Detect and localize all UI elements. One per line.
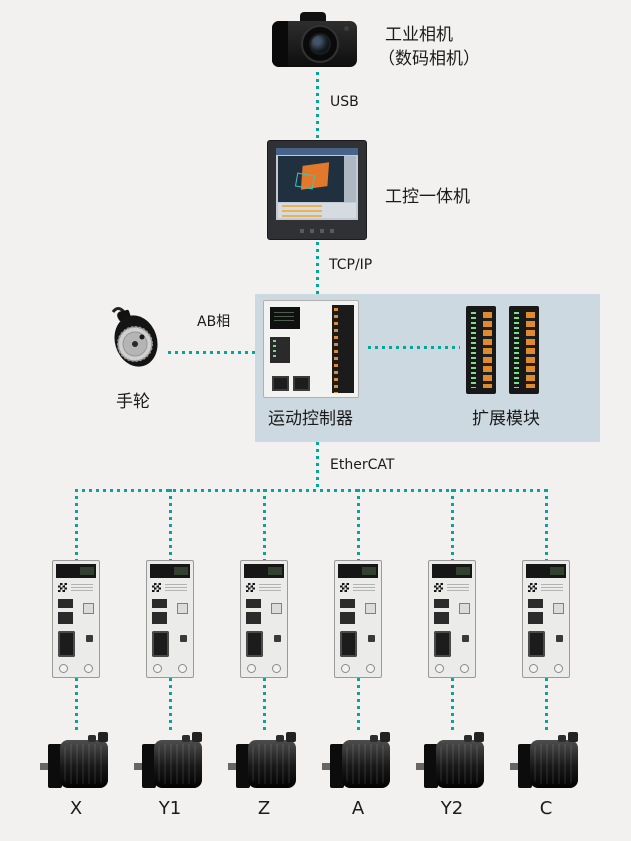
industrial-camera-icon xyxy=(272,12,357,70)
servo-drive-icon xyxy=(334,560,382,678)
axis-column-y2: Y2 xyxy=(404,489,500,819)
bus-drop-line xyxy=(544,489,548,560)
ethercat-bus-line xyxy=(75,489,548,492)
bus-drop-line xyxy=(450,489,454,560)
drive-motor-line xyxy=(168,678,172,732)
drive-motor-line xyxy=(74,678,78,732)
drive-motor-line xyxy=(262,678,266,732)
axis-label: A xyxy=(351,798,365,819)
expansion-label: 扩展模块 xyxy=(472,409,540,429)
drive-motor-line xyxy=(450,678,454,732)
servo-drive-icon xyxy=(522,560,570,678)
servo-motor-icon xyxy=(510,732,582,790)
ab-phase-label: AB相 xyxy=(197,314,231,330)
servo-motor-icon xyxy=(228,732,300,790)
handwheel-label: 手轮 xyxy=(116,392,150,412)
servo-drive-icon xyxy=(428,560,476,678)
industrial-pc-icon xyxy=(267,140,367,240)
drive-motor-line xyxy=(544,678,548,732)
camera-label-line1: 工业相机 xyxy=(385,25,453,45)
servo-motor-icon xyxy=(40,732,112,790)
servo-drive-icon xyxy=(146,560,194,678)
servo-drive-icon xyxy=(52,560,100,678)
servo-motor-icon xyxy=(416,732,488,790)
camera-label-line2: （数码相机） xyxy=(378,49,480,69)
handwheel-icon xyxy=(101,304,165,370)
axis-label: Y1 xyxy=(158,798,182,819)
axis-label: Z xyxy=(257,798,271,819)
bus-drop-line xyxy=(168,489,172,560)
bus-drop-line xyxy=(74,489,78,560)
ipc-label: 工控一体机 xyxy=(385,187,470,207)
usb-connection-line xyxy=(316,72,319,138)
axis-label: X xyxy=(69,798,83,819)
servo-motor-icon xyxy=(134,732,206,790)
drive-motor-line xyxy=(356,678,360,732)
servo-motor-icon xyxy=(322,732,394,790)
bus-drop-line xyxy=(356,489,360,560)
axis-label: Y2 xyxy=(440,798,464,819)
motion-controller-icon xyxy=(263,300,359,398)
expansion-module-icon xyxy=(466,306,539,394)
axis-label: C xyxy=(539,798,553,819)
axis-column-z: Z xyxy=(216,489,312,819)
axis-column-y1: Y1 xyxy=(122,489,218,819)
usb-label: USB xyxy=(330,94,359,110)
bus-drop-line xyxy=(262,489,266,560)
ethercat-label: EtherCAT xyxy=(330,457,395,473)
controller-expansion-line xyxy=(368,346,460,349)
axis-column-c: C xyxy=(498,489,594,819)
servo-drive-icon xyxy=(240,560,288,678)
tcpip-connection-line xyxy=(316,242,319,294)
controller-label: 运动控制器 xyxy=(268,409,353,429)
axis-column-x: X xyxy=(28,489,124,819)
tcpip-label: TCP/IP xyxy=(329,257,373,273)
ethercat-connection-line xyxy=(316,442,319,489)
axis-column-a: A xyxy=(310,489,406,819)
ab-phase-connection-line xyxy=(168,351,255,354)
